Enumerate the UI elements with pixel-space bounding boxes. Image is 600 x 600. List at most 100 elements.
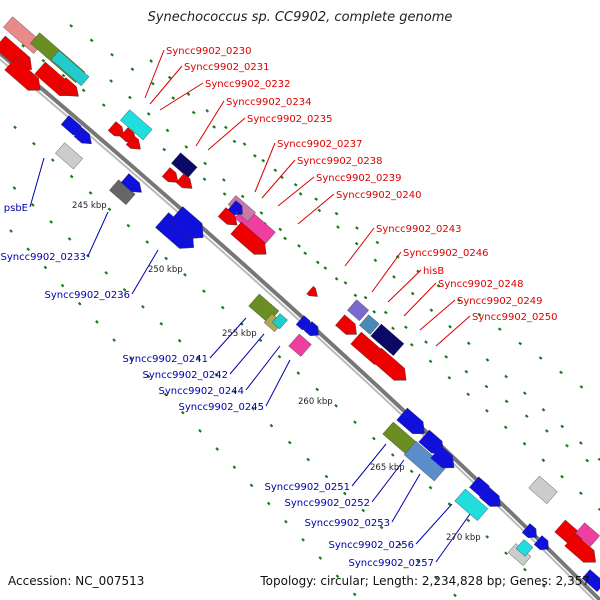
gene-0232-arrow [57,77,79,97]
label-syncc9902_0257-leader [435,513,471,563]
label-syncc9902_0233-leader [87,211,109,257]
gene-0249-box [370,323,405,356]
map-title: Synechococcus sp. CC9902, complete genom… [147,10,453,25]
label-syncc9902_0235: Syncc9902_0235 [247,114,333,125]
gene-0252-box [403,440,447,482]
gene-0248-box [359,314,380,335]
gene-bar-cyan [50,50,90,87]
tick-ring-2 [69,24,600,401]
gene-0236-arrow-b [169,206,204,239]
gene-rev-b [73,127,92,145]
label-syncc9902_0249-leader [419,299,456,331]
gene-0250-arrow-a [335,314,357,335]
label-syncc9902_0232-leader [159,82,204,111]
label-syncc9902_0230-leader [144,49,165,99]
label-hisb: hisB [423,266,444,277]
gene-0244-arrow-b [303,321,319,337]
label-syncc9902_0257: Syncc9902_0257 [349,558,435,569]
gene-0236-arrow-a [155,212,194,249]
label-syncc9902_0246-leader [371,251,402,293]
label-syncc9902_0242-leader [229,333,265,375]
gene-rev-c [120,173,142,193]
gene-0238-arrow [161,167,179,183]
gene-0256-box [454,488,489,521]
label-syncc9902_0241: Syncc9902_0241 [123,354,209,365]
gene-0250-arrow-c [370,347,407,381]
accession-label: Accession: NC_007513 [8,574,145,588]
label-syncc9902_0256: Syncc9902_0256 [329,540,415,551]
label-syncc9902_0234-leader [195,100,225,147]
scale-label-4: 260 kbp [298,397,333,407]
label-syncc9902_0235-leader [207,117,246,151]
gene-cyan-right [515,539,534,557]
label-syncc9902_0243-leader [344,227,375,267]
label-syncc9902_0239-leader [277,176,315,207]
gene-0257-arrow [479,486,501,507]
tick-ring-6 [109,79,600,511]
tick-ring-7 [149,59,600,461]
topology-label: Topology: circular; Length: 2,234,828 bp… [260,574,590,588]
label-syncc9902_0240-leader [297,193,335,225]
label-syncc9902_0231-leader [149,65,183,105]
gene-rev-e [521,523,537,539]
gene-grey-dark [109,179,136,205]
label-syncc9902_0252: Syncc9902_0252 [285,498,371,509]
label-psbe: psbE [4,203,28,214]
label-syncc9902_0236-leader [131,249,159,295]
scale-label-5: 265 kbp [370,463,405,473]
label-syncc9902_0241-leader [209,317,247,359]
gene-grey-box [55,142,83,170]
gene-0241-arrow [217,207,238,226]
label-hisb-leader [387,269,422,303]
label-syncc9902_0251: Syncc9902_0251 [265,482,351,493]
label-syncc9902_0253: Syncc9902_0253 [305,518,391,529]
gene-0234-arrow-a [107,121,125,137]
gene-grey-right [528,475,558,505]
scale-label-2: 250 kbp [148,265,183,275]
label-syncc9902_0238-leader [261,159,296,199]
scale-label-1: 245 kbp [72,201,107,211]
label-syncc9902_0248: Syncc9902_0248 [438,279,524,290]
label-syncc9902_0256-leader [415,503,453,545]
label-syncc9902_0233: Syncc9902_0233 [1,252,87,263]
label-syncc9902_0244-leader [245,345,281,391]
label-syncc9902_0234: Syncc9902_0234 [226,97,312,108]
label-psbe-leader [29,157,45,208]
gene-right-pink [575,522,600,547]
label-syncc9902_0237: Syncc9902_0237 [277,139,363,150]
gene-0246-box [347,299,369,322]
label-syncc9902_0242: Syncc9902_0242 [143,370,229,381]
scale-label-3: 255 kbp [222,329,257,339]
label-syncc9902_0237-leader [254,142,276,193]
label-syncc9902_0239: Syncc9902_0239 [316,173,402,184]
label-syncc9902_0240: Syncc9902_0240 [336,190,422,201]
gene-0230-arrow-b [4,57,41,91]
gene-0242-cyan [271,313,288,330]
label-syncc9902_0230: Syncc9902_0230 [166,46,252,57]
gene-0251-arrow [396,407,425,435]
label-syncc9902_0231: Syncc9902_0231 [184,62,270,73]
gene-right-arrow-b [564,533,596,563]
tick-ring-3 [0,112,561,600]
gene-rev-d [227,200,243,216]
label-syncc9902_0253-leader [391,473,421,523]
label-syncc9902_0250-leader [435,315,471,347]
scale-label-6: 270 kbp [446,533,481,543]
gene-0243-arrow [230,221,267,255]
label-syncc9902_0249: Syncc9902_0249 [457,296,543,307]
gene-right-blue [581,569,600,592]
gene-rev-f [533,535,549,551]
gene-0235-arrow [125,135,141,150]
label-syncc9902_0250: Syncc9902_0250 [472,312,558,323]
tick-ring-4 [0,173,461,600]
label-syncc9902_0251-leader [351,443,387,487]
gene-0245-box [288,333,312,357]
label-syncc9902_0236: Syncc9902_0236 [45,290,131,301]
gene-0253-arrow [430,445,455,469]
tick-ring-5 [9,229,361,600]
label-syncc9902_0232: Syncc9902_0232 [205,79,291,90]
label-syncc9902_0246: Syncc9902_0246 [403,248,489,259]
label-syncc9902_0245-leader [265,359,291,407]
gene-grey-right-b [507,543,532,566]
